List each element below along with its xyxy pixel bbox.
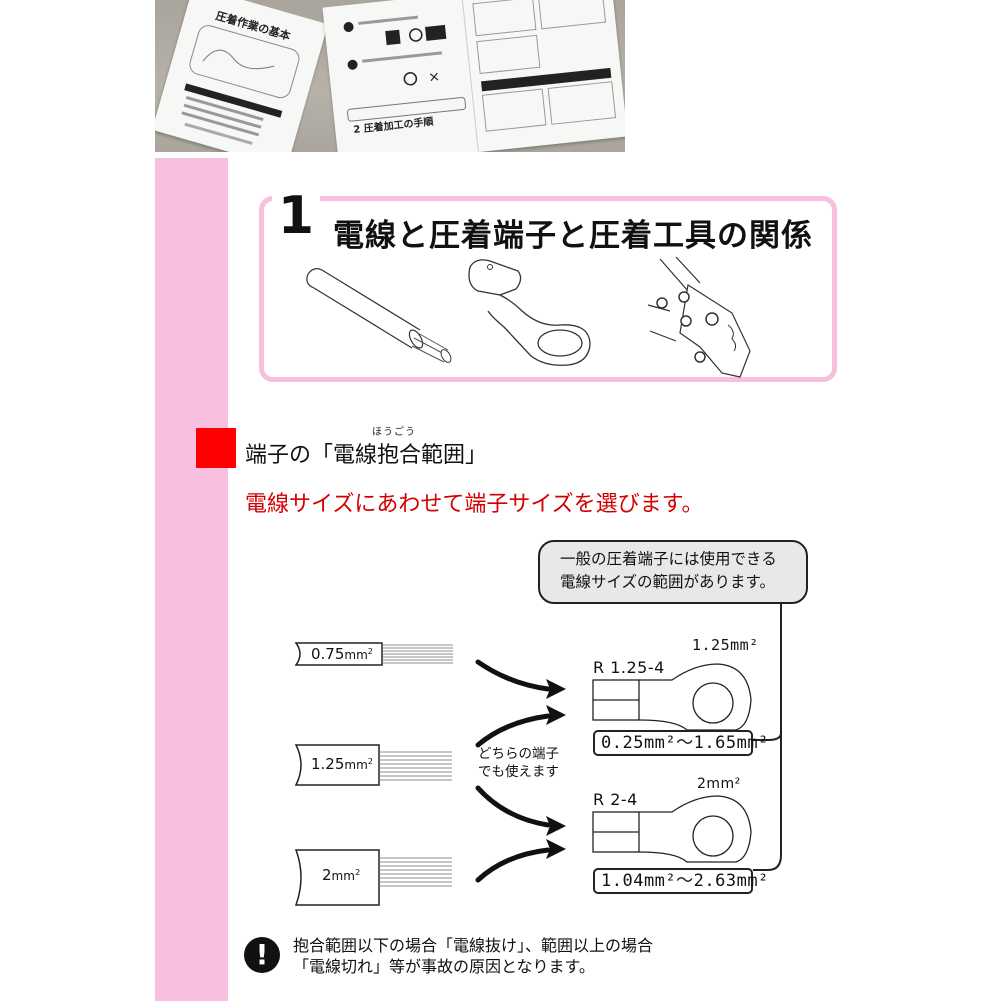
booklet-cover: 圧着作業の基本 xyxy=(155,0,328,152)
warning-line-2: 「電線切れ」等が事故の原因となります。 xyxy=(293,957,595,976)
warning-line-1: 抱合範囲以下の場合「電線抜け」、範囲以上の場合 xyxy=(293,936,654,955)
terminal-range-1: 0.25mm²〜1.65mm² xyxy=(593,730,768,756)
section-title: 電線と圧着端子と圧着工具の関係 xyxy=(333,218,813,254)
booklet-open: × 2 圧着加工の手順 xyxy=(322,0,625,152)
booklet-open-art: × 2 圧着加工の手順 xyxy=(343,0,617,152)
wire-label-0.75: 0.75mm2 xyxy=(311,645,374,663)
callout-bubble: 一般の圧着端子には使用できる 電線サイズの範囲があります。 xyxy=(538,540,808,604)
warning-icon: ! xyxy=(244,937,280,973)
wire-1.25 xyxy=(294,744,452,786)
subsection-heading: 端子の「電線抱合範囲」 xyxy=(245,443,488,468)
terminal-size-1: 1.25mm² xyxy=(692,636,759,654)
either-terminal-note: どちらの端子 でも使えます xyxy=(478,745,559,781)
arrow-icons xyxy=(475,659,551,883)
section-number: 1 xyxy=(272,186,320,246)
terminal-size-2: 2mm² xyxy=(697,776,741,792)
wire-0.75 xyxy=(294,642,453,666)
note-line-2: でも使えます xyxy=(478,764,559,780)
terminal-model-2: R 2-4 xyxy=(593,790,638,809)
note-line-1: どちらの端子 xyxy=(478,746,559,762)
terminal-model-1: R 1.25-4 xyxy=(593,658,665,677)
booklet-photo: 圧着作業の基本 × 2 圧着加工の手順 xyxy=(155,0,625,152)
svg-text:×: × xyxy=(428,69,441,86)
wire-label-2: 2mm2 xyxy=(322,866,361,884)
terminal-range-2: 1.04mm²〜2.63mm² xyxy=(593,868,768,894)
heading-ruby: ほうごう xyxy=(372,427,416,438)
crimping-tool-illustration xyxy=(647,256,751,378)
wire-illustration xyxy=(306,268,452,363)
terminal-r2-4 xyxy=(592,795,752,863)
callout-line-2: 電線サイズの範囲があります。 xyxy=(560,573,775,591)
red-square-marker xyxy=(196,428,236,468)
lead-text: 電線サイズにあわせて端子サイズを選びます。 xyxy=(245,492,704,517)
pink-side-band xyxy=(155,158,228,1001)
ring-terminal-illustration xyxy=(468,259,591,366)
booklet-cover-art xyxy=(181,25,300,145)
terminal-r1.25-4 xyxy=(592,663,752,731)
callout-line-1: 一般の圧着端子には使用できる xyxy=(560,550,777,568)
wire-label-1.25: 1.25mm2 xyxy=(311,755,374,773)
warning-text: 抱合範囲以下の場合「電線抜け」、範囲以上の場合 「電線切れ」等が事故の原因となり… xyxy=(293,935,653,977)
wire-2 xyxy=(294,849,452,906)
